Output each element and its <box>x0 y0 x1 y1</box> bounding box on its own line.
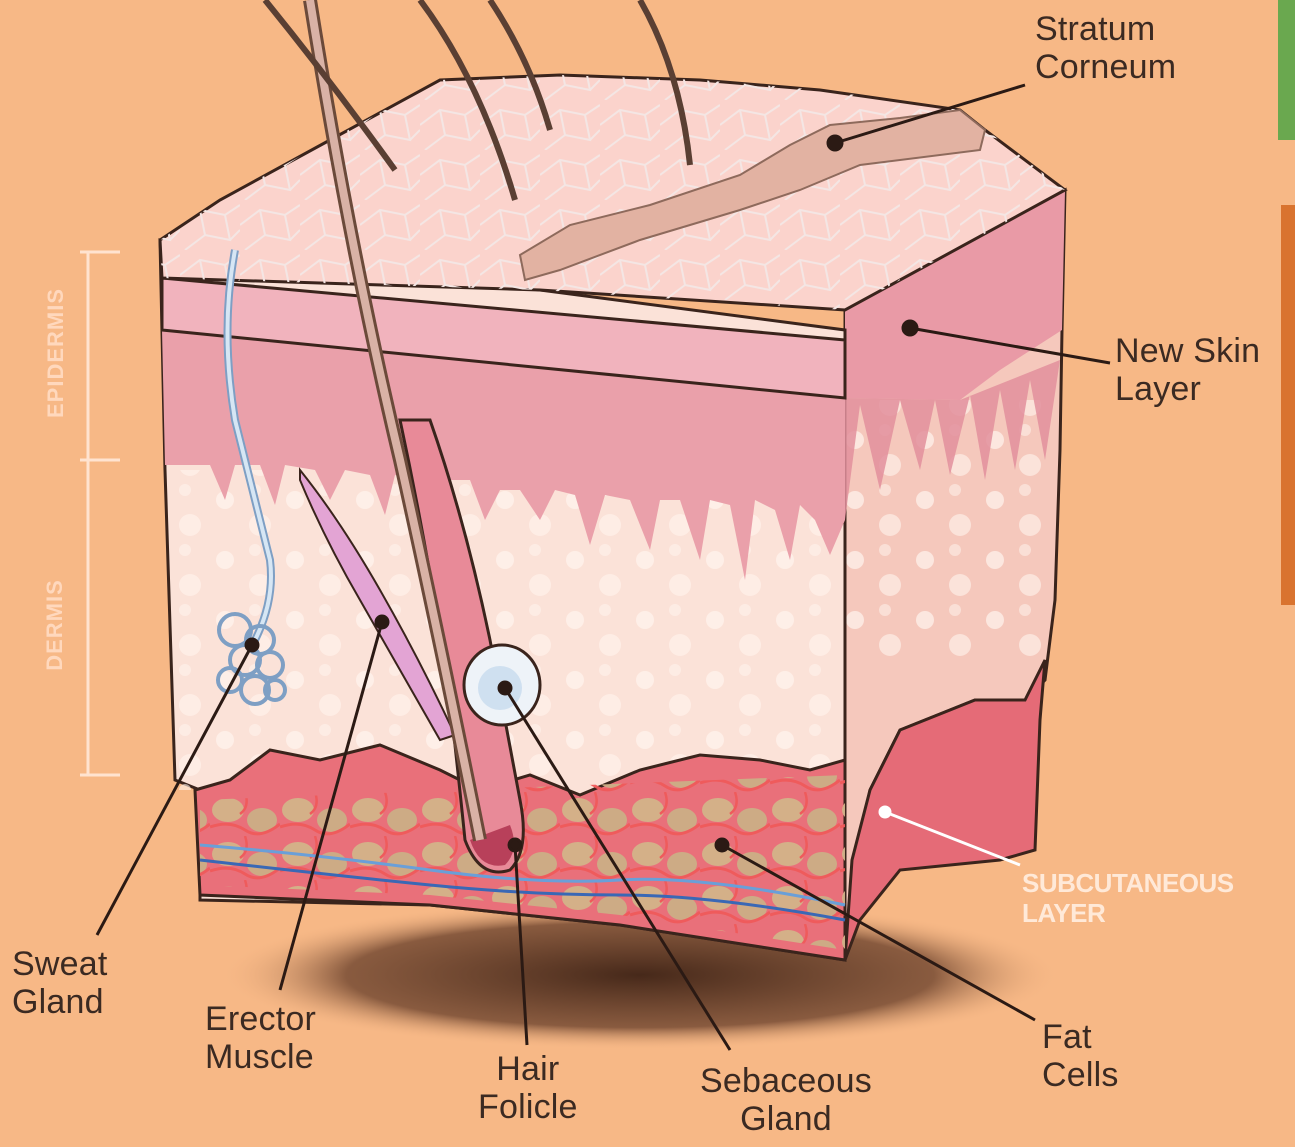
label-hair-folicle: HairFolicle <box>478 1050 578 1126</box>
label-epidermis: EPIDERMIS <box>43 298 69 418</box>
label-dermis: DERMIS <box>42 575 68 675</box>
label-subcutaneous-layer: SUBCUTANEOUSLAYER <box>1022 868 1234 928</box>
layer-bracket <box>80 252 120 775</box>
label-fat-cells: FatCells <box>1042 1018 1119 1094</box>
label-sebaceous-gland: SebaceousGland <box>700 1062 872 1138</box>
label-new-skin-layer: New SkinLayer <box>1115 332 1260 408</box>
orange-panel-fragment <box>1281 205 1295 605</box>
label-erector-muscle: ErectorMuscle <box>205 1000 316 1076</box>
label-stratum-corneum: StratumCorneum <box>1035 10 1176 86</box>
green-panel-fragment <box>1278 0 1295 140</box>
label-sweat-gland: SweatGland <box>12 945 108 1021</box>
